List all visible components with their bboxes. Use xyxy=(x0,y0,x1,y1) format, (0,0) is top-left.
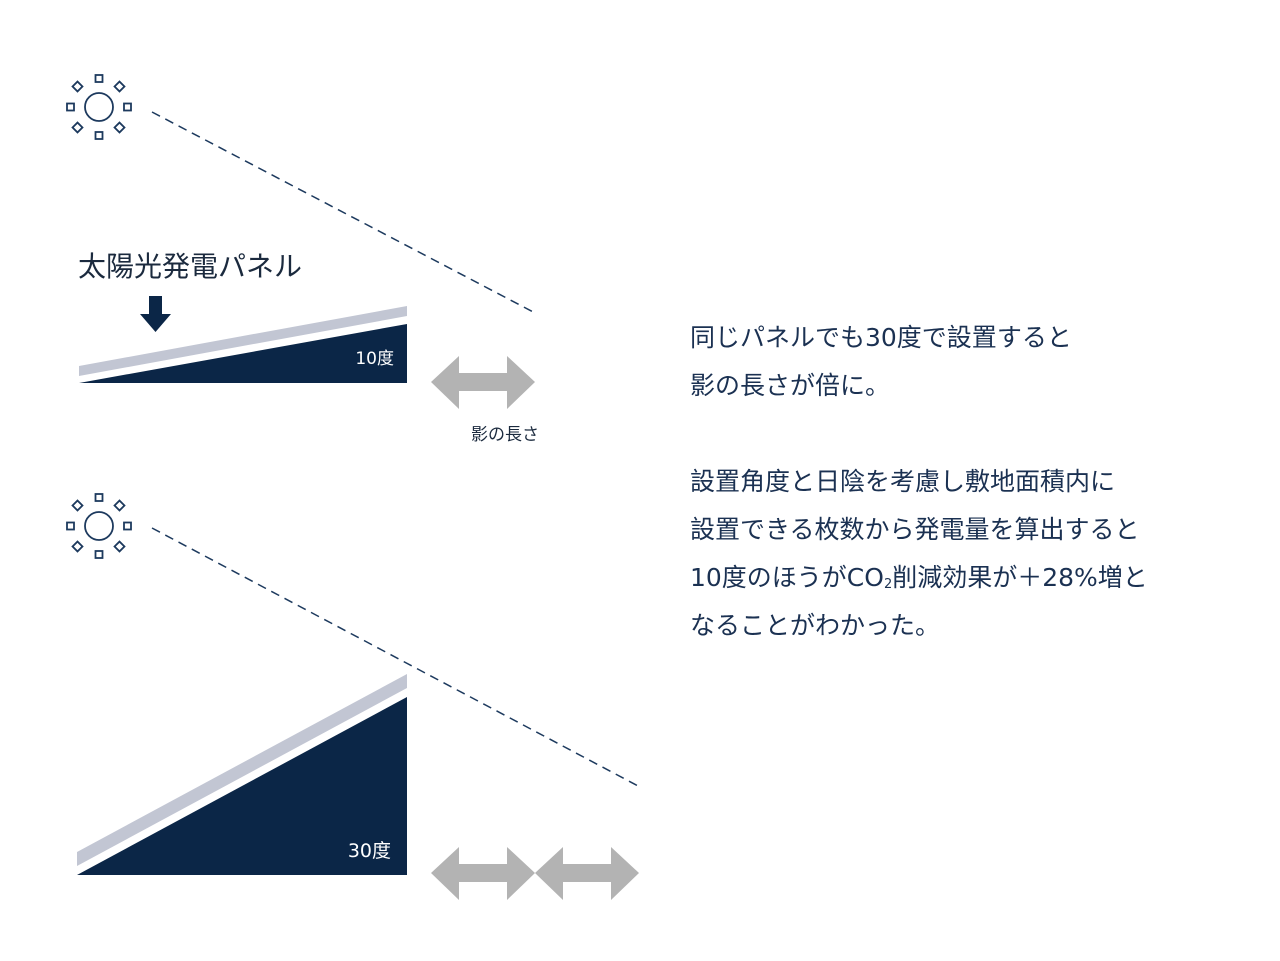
shadow-length-label: 影の長さ xyxy=(471,425,539,445)
panel-label: 太陽光発電パネル xyxy=(78,250,303,283)
subscript: 2 xyxy=(883,577,893,592)
sun-icon xyxy=(66,74,132,140)
double-arrow-icon xyxy=(431,356,535,409)
sun-ray-dashed-line xyxy=(151,111,538,315)
angle-label-10: 10度 xyxy=(355,349,394,369)
down-arrow-icon xyxy=(140,296,171,332)
text-line: 同じパネルでも30度で設置すると xyxy=(690,323,1072,352)
explanation-text: 同じパネルでも30度で設置すると 影の長さが倍に。 設置角度と日陰を考慮し敷地面… xyxy=(690,314,1270,650)
sun-icon xyxy=(66,493,132,559)
text-line: 影の長さが倍に。 xyxy=(690,371,891,400)
wedge-30deg xyxy=(77,697,407,875)
text-line: 設置できる枚数から発電量を算出すると xyxy=(690,515,1140,544)
double-arrow-icon xyxy=(535,847,639,900)
text-fragment: 10度のほうがCO xyxy=(690,563,884,592)
angle-label-30: 30度 xyxy=(348,840,391,862)
text-fragment: 削減効果が＋28%増と xyxy=(892,563,1148,592)
text-line: 設置角度と日陰を考慮し敷地面積内に xyxy=(690,467,1116,496)
double-arrow-icon xyxy=(431,847,535,900)
text-line: なることがわかった。 xyxy=(690,611,941,640)
wedge-10deg xyxy=(79,324,407,383)
panel-10deg xyxy=(79,306,407,376)
panel-30deg xyxy=(77,674,407,866)
text-line: 10度のほうがCO2削減効果が＋28%増と xyxy=(690,554,1270,602)
sun-ray-dashed-line xyxy=(151,527,641,788)
